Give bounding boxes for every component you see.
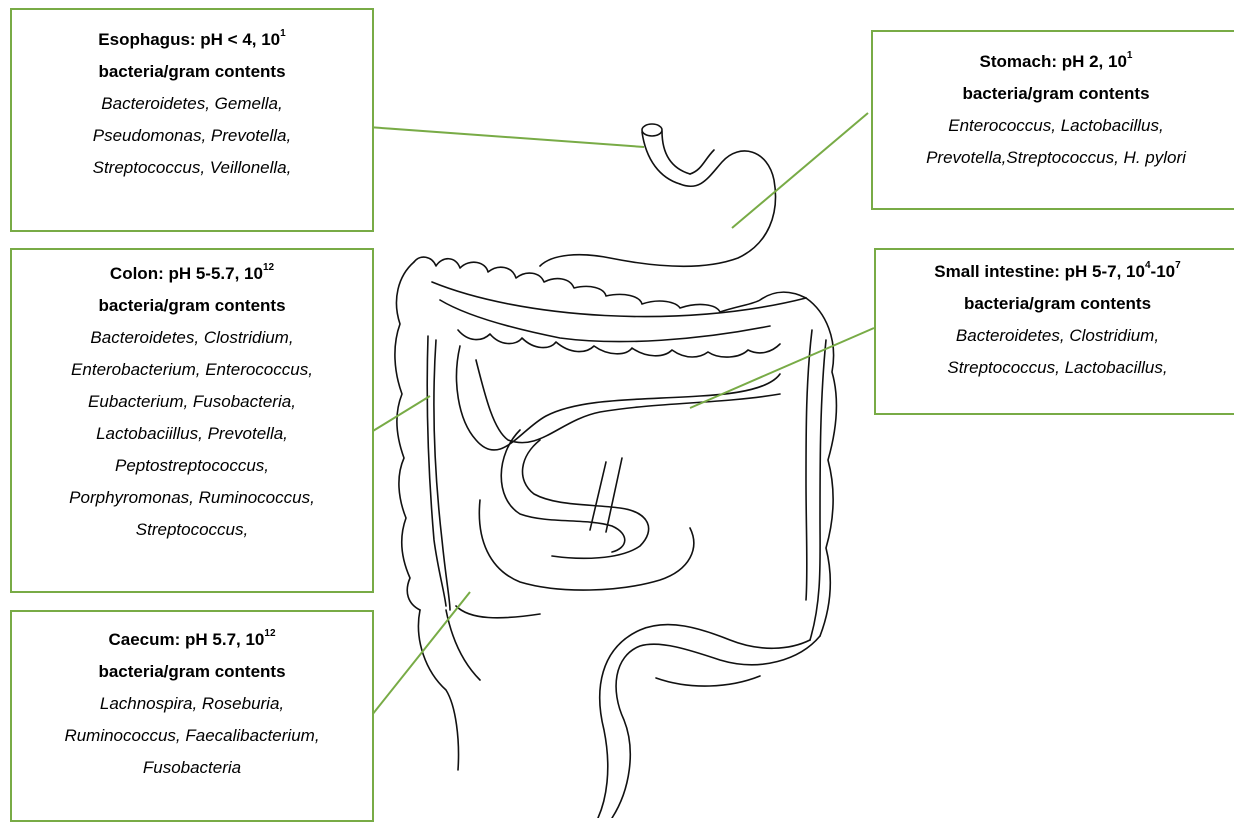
transverse-colon-haustra bbox=[458, 330, 780, 357]
colon-title: Colon: pH 5-5.7, 1012 bbox=[12, 258, 372, 290]
small-intestine-loop-4 bbox=[501, 430, 625, 552]
organism-line: Streptococcus, Veillonella, bbox=[12, 152, 372, 184]
small-intestine-fold-1 bbox=[590, 462, 606, 530]
organism-line: Bacteroidetes, Gemella, bbox=[12, 88, 372, 120]
caecum-base bbox=[456, 606, 540, 618]
sigmoid-colon-inner bbox=[598, 625, 810, 818]
small-intestine-fold-2 bbox=[606, 458, 622, 532]
caecum-label-box: Caecum: pH 5.7, 1012 bacteria/gram conte… bbox=[10, 610, 374, 822]
transverse-colon-inner bbox=[432, 282, 806, 317]
esophagus-left-wall bbox=[642, 132, 680, 184]
colon-subtitle: bacteria/gram contents bbox=[12, 290, 372, 322]
organism-line: Eubacterium, Fusobacteria, bbox=[12, 386, 372, 418]
stomach-title: Stomach: pH 2, 101 bbox=[873, 46, 1234, 78]
leader-lines bbox=[368, 113, 874, 720]
esophagus-opening bbox=[642, 124, 662, 136]
organism-line: Bacteroidetes, Clostridium, bbox=[876, 320, 1234, 352]
small-intestine-leader-line bbox=[690, 328, 874, 408]
small-intestine-loop-2 bbox=[476, 360, 780, 443]
esophagus-label-box: Esophagus: pH < 4, 101 bacteria/gram con… bbox=[10, 8, 374, 232]
sigmoid-colon-outer bbox=[612, 636, 820, 818]
organism-line: Peptostreptococcus, bbox=[12, 450, 372, 482]
esophagus-leader-line bbox=[368, 127, 644, 147]
stomach-upper-curve bbox=[690, 150, 714, 174]
organism-line: Lachnospira, Roseburia, bbox=[12, 688, 372, 720]
esophagus-subtitle: bacteria/gram contents bbox=[12, 56, 372, 88]
stomach-outline bbox=[540, 151, 776, 266]
organism-line: Bacteroidetes, Clostridium, bbox=[12, 322, 372, 354]
descending-colon-wall bbox=[810, 340, 826, 640]
organism-line: Enterococcus, Lactobacillus, bbox=[873, 110, 1234, 142]
ascending-colon-outer bbox=[395, 262, 420, 610]
stomach-label-box: Stomach: pH 2, 101 bacteria/gram content… bbox=[871, 30, 1234, 210]
small-intestine-loop-1 bbox=[457, 346, 780, 450]
organism-line: Streptococcus, bbox=[12, 514, 372, 546]
gut-outline bbox=[395, 124, 836, 818]
stomach-leader-line bbox=[732, 113, 868, 228]
caecum-subtitle: bacteria/gram contents bbox=[12, 656, 372, 688]
small-intestine-loop-5 bbox=[479, 500, 693, 590]
organism-line: Ruminococcus, Faecalibacterium, bbox=[12, 720, 372, 752]
small-intestine-subtitle: bacteria/gram contents bbox=[876, 288, 1234, 320]
organism-line: Prevotella,Streptococcus, H. pylori bbox=[873, 142, 1234, 174]
organism-line: Enterobacterium, Enterococcus, bbox=[12, 354, 372, 386]
caecum-inner bbox=[446, 610, 480, 680]
organism-line: Pseudomonas, Prevotella, bbox=[12, 120, 372, 152]
organism-line: Fusobacteria bbox=[12, 752, 372, 784]
colon-label-box: Colon: pH 5-5.7, 1012 bacteria/gram cont… bbox=[10, 248, 374, 593]
small-intestine-label-box: Small intestine: pH 5-7, 104-107 bacteri… bbox=[874, 248, 1234, 415]
transverse-colon-top bbox=[414, 257, 806, 312]
small-intestine-title: Small intestine: pH 5-7, 104-107 bbox=[876, 256, 1234, 288]
ascending-colon-inner bbox=[434, 340, 450, 610]
caecum-title: Caecum: pH 5.7, 1012 bbox=[12, 624, 372, 656]
esophagus-title: Esophagus: pH < 4, 101 bbox=[12, 24, 372, 56]
small-intestine-loop-3 bbox=[523, 440, 649, 558]
esophagus-right-wall bbox=[662, 131, 690, 174]
organism-line: Streptococcus, Lactobacillus, bbox=[876, 352, 1234, 384]
organism-line: Lactobaciillus, Prevotella, bbox=[12, 418, 372, 450]
descending-colon-inner bbox=[806, 330, 812, 600]
rectum-fold bbox=[656, 676, 760, 686]
organism-line: Porphyromonas, Ruminococcus, bbox=[12, 482, 372, 514]
stomach-subtitle: bacteria/gram contents bbox=[873, 78, 1234, 110]
